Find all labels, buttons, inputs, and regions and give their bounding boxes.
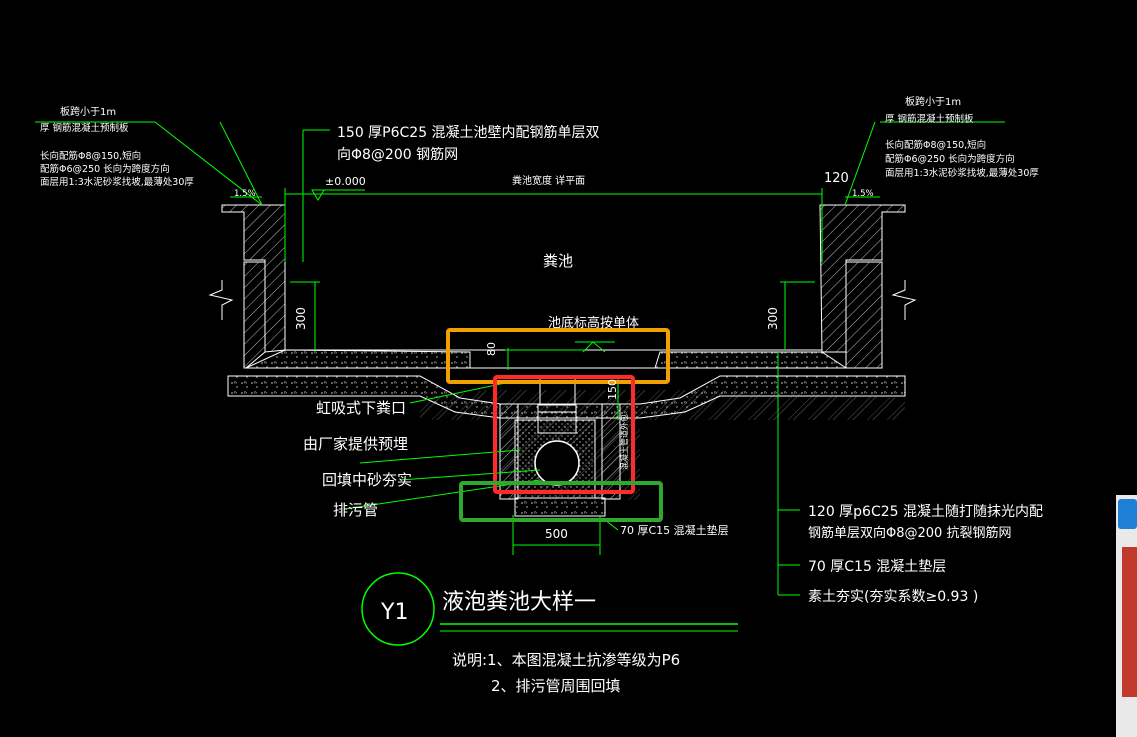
callout-cushion-small: 70 厚C15 混凝土垫层 [620, 523, 729, 537]
left-note-line3: 长向配筋Φ8@150,短向 [40, 150, 141, 162]
left-note-line4: 配筋Φ6@250 长向为跨度方向 [40, 163, 170, 175]
right-dim-120: 120 [824, 171, 849, 186]
dimension-lines [35, 121, 1005, 596]
dim-80: 80 [485, 342, 498, 356]
side-widget[interactable] [1116, 495, 1137, 737]
left-note-line5: 面层用1:3水泥砂浆找坡,最薄处30厚 [40, 176, 194, 188]
highlight-box-green [459, 481, 663, 522]
left-slope: 1.5% [234, 189, 256, 199]
dim-side-text: 混凝土管道外包 [619, 414, 629, 470]
wall-note-line1: 150 厚P6C25 混凝土池壁内配钢筋单层双 [337, 124, 600, 141]
right-note-line5: 面层用1:3水泥砂浆找坡,最薄处30厚 [885, 167, 1039, 179]
right-note-line2: 厚 钢筋混凝土预制板 [885, 113, 974, 125]
br-note-line2: 钢筋单层双向Φ8@200 抗裂钢筋网 [808, 525, 1011, 541]
callouts: 虹吸式下粪口 由厂家提供预埋 回填中砂夯实 排污管 70 厚C15 混凝土垫层 [303, 399, 729, 537]
callout-backfill: 回填中砂夯实 [322, 471, 412, 489]
highlight-box-orange [446, 328, 670, 384]
br-note-line3: 70 厚C15 混凝土垫层 [808, 559, 946, 575]
right-slope: 1.5% [852, 189, 874, 199]
right-note: 板跨小于1m 厚 钢筋混凝土预制板 长向配筋Φ8@150,短向 配筋Φ6@250… [824, 95, 1039, 199]
right-note-line3: 长向配筋Φ8@150,短向 [885, 139, 986, 151]
elevation-label: ±0.000 [325, 175, 366, 188]
wall-note: 150 厚P6C25 混凝土池壁内配钢筋单层双 向Φ8@200 钢筋网 [337, 124, 600, 163]
bottom-right-notes: 120 厚p6C25 混凝土随打随抹光内配 钢筋单层双向Φ8@200 抗裂钢筋网… [808, 503, 1043, 605]
left-note-line1: 板跨小于1m [60, 105, 116, 118]
left-note-line2: 厚 钢筋混凝土预制板 [40, 122, 129, 134]
side-widget-panel [1122, 547, 1137, 697]
br-note-line1: 120 厚p6C25 混凝土随打随抹光内配 [808, 503, 1043, 520]
right-note-line4: 配筋Φ6@250 长向为跨度方向 [885, 153, 1015, 165]
dim-left-300: 300 [294, 307, 308, 330]
general-notes: 说明:1、本图混凝土抗渗等级为P6 2、排污管周围回填 [452, 651, 680, 695]
notes-line2: 2、排污管周围回填 [491, 677, 621, 695]
pit-label: 粪池 [543, 252, 573, 270]
notes-line1: 说明:1、本图混凝土抗渗等级为P6 [452, 651, 680, 669]
highlight-box-red [493, 375, 635, 494]
title-block: Y1 液泡粪池大样一 [361, 572, 738, 646]
br-note-line4: 素土夯实(夯实系数≥0.93 ) [808, 589, 978, 605]
dim-right-300: 300 [766, 307, 780, 330]
dim-150: 150 [606, 379, 619, 400]
callout-pipe: 排污管 [333, 501, 378, 519]
bottom-elevation-note: 池底标高按单体 [548, 315, 639, 331]
side-widget-icon[interactable] [1118, 499, 1137, 529]
pit-width-label: 粪池宽度 详平面 [512, 174, 585, 187]
callout-factory: 由厂家提供预埋 [303, 435, 408, 453]
callout-siphon: 虹吸式下粪口 [316, 399, 406, 417]
title-text: 液泡粪池大样一 [442, 590, 596, 615]
title-circle [361, 572, 435, 646]
title-symbol: Y1 [380, 600, 408, 625]
dim-500: 500 [545, 527, 568, 541]
wall-note-line2: 向Φ8@200 钢筋网 [337, 146, 458, 163]
right-note-line1: 板跨小于1m [905, 95, 961, 108]
left-note: 板跨小于1m 厚 钢筋混凝土预制板 长向配筋Φ8@150,短向 配筋Φ6@250… [40, 105, 256, 199]
